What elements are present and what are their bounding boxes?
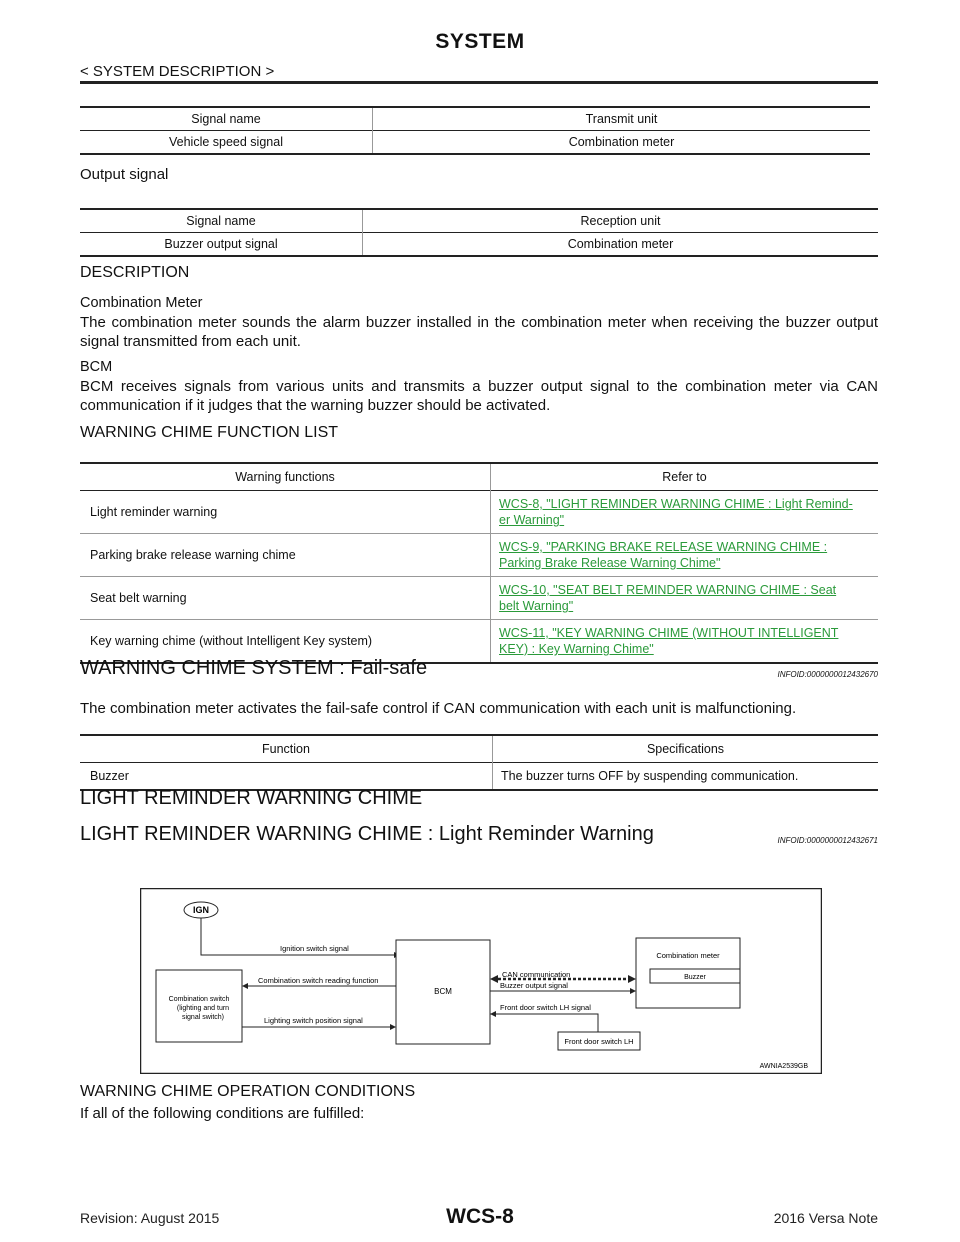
cell-spec: The buzzer turns OFF by suspending commu… (492, 762, 878, 790)
ref-line: WCS-9, "PARKING BRAKE RELEASE WARNING CH… (499, 540, 828, 554)
reading-label: Combination switch reading function (258, 976, 378, 985)
table-row: Light reminder warning WCS-8, "LIGHT REM… (80, 490, 878, 534)
meter-label: Combination Meter (80, 295, 203, 311)
cell-unit: Combination meter (362, 232, 878, 256)
output-signal-label: Output signal (80, 166, 169, 183)
combo-switch-line3: signal switch) (182, 1014, 224, 1021)
can-label: CAN communication (502, 970, 570, 979)
col-signal-name: Signal name (186, 214, 256, 228)
footer-model: 2016 Versa Note (773, 1210, 878, 1226)
description-heading: DESCRIPTION (80, 264, 190, 281)
operation-heading: WARNING CHIME OPERATION CONDITIONS (80, 1083, 416, 1100)
failsafe-text: The combination meter activates the fail… (80, 700, 797, 717)
combo-meter-label: Combination meter (656, 951, 720, 960)
col-signal-name: Signal name (191, 112, 261, 126)
ref-link-light-reminder[interactable]: WCS-8, "LIGHT REMINDER WARNING CHIME : L… (499, 496, 877, 528)
cell-function: Seat belt warning (90, 591, 187, 605)
bcm-text: BCM receives signals from various units … (80, 378, 878, 414)
cell-unit: Combination meter (372, 130, 870, 154)
ref-link-key-warning[interactable]: WCS-11, "KEY WARNING CHIME (WITHOUT INTE… (499, 625, 877, 657)
page-title: SYSTEM (435, 30, 525, 53)
table-row: Vehicle speed signal Combination meter (80, 130, 870, 154)
ref-line: WCS-11, "KEY WARNING CHIME (WITHOUT INTE… (499, 626, 839, 640)
ign-label: IGN (193, 905, 209, 915)
cell-function: Light reminder warning (90, 505, 218, 519)
light-reminder-subheading: LIGHT REMINDER WARNING CHIME : Light Rem… (80, 823, 654, 845)
ref-line: WCS-8, "LIGHT REMINDER WARNING CHIME : L… (499, 497, 853, 511)
meter-text: The combination meter sounds the alarm b… (80, 314, 878, 350)
failsafe-infoid: INFOID:0000000012432670 (777, 670, 878, 679)
front-door-signal-label: Front door switch LH signal (500, 1003, 591, 1012)
lighting-label: Lighting switch position signal (264, 1016, 363, 1025)
can-arrow-left (490, 975, 498, 983)
cell-function: Buzzer (90, 769, 129, 783)
ref-line: belt Warning" (499, 599, 574, 613)
function-list-table: Warning functions Refer to Light reminde… (80, 462, 878, 664)
col-refer-to: Refer to (490, 463, 878, 491)
cell-signal: Vehicle speed signal (169, 135, 283, 149)
buzzer-box (649, 968, 741, 984)
combination-switch-box (155, 969, 243, 1043)
table-row: Seat belt warning WCS-10, "SEAT BELT REM… (80, 576, 878, 620)
ref-link-parking-brake[interactable]: WCS-9, "PARKING BRAKE RELEASE WARNING CH… (499, 539, 877, 571)
ref-line: Parking Brake Release Warning Chime" (499, 556, 721, 570)
output-signal-table: Signal name Reception unit Buzzer output… (80, 208, 878, 257)
col-function: Function (262, 742, 310, 756)
col-specifications: Specifications (492, 735, 878, 763)
table-row: Parking brake release warning chime WCS-… (80, 533, 878, 577)
front-door-arrow (490, 1011, 496, 1017)
col-transmit-unit: Transmit unit (372, 107, 870, 131)
lighting-arrow (390, 1024, 396, 1030)
table-row: Buzzer output signal Combination meter (80, 232, 878, 256)
bcm-label: BCM (434, 987, 452, 996)
bcm-label: BCM (80, 359, 113, 375)
front-door-switch-box (557, 1031, 641, 1051)
can-arrow-right (628, 975, 636, 983)
footer-revision: Revision: August 2015 (80, 1210, 220, 1226)
section-breadcrumb: < SYSTEM DESCRIPTION > (80, 63, 275, 80)
combo-switch-line2: (lighting and turn (177, 1005, 229, 1012)
ref-line: er Warning" (499, 513, 565, 527)
reading-arrow (242, 983, 248, 989)
light-reminder-infoid: INFOID:0000000012432671 (777, 836, 878, 845)
function-list-heading: WARNING CHIME FUNCTION LIST (80, 424, 339, 441)
light-reminder-heading: LIGHT REMINDER WARNING CHIME (80, 787, 423, 809)
table-row: Buzzer The buzzer turns OFF by suspendin… (80, 762, 878, 790)
operation-text: If all of the following conditions are f… (80, 1105, 365, 1122)
cell-function: Key warning chime (without Intelligent K… (90, 634, 373, 648)
col-warning-functions: Warning functions (235, 470, 335, 484)
input-signal-table: Signal name Transmit unit Vehicle speed … (80, 106, 870, 155)
buzzer-output-arrow (630, 988, 636, 994)
col-reception-unit: Reception unit (362, 209, 878, 233)
table-row: Key warning chime (without Intelligent K… (80, 619, 878, 663)
cell-function: Parking brake release warning chime (90, 548, 296, 562)
ignition-line (200, 918, 394, 956)
ignition-signal-label: Ignition switch signal (280, 944, 349, 953)
light-reminder-diagram: IGN Ignition switch signal BCM Combinati… (140, 888, 822, 1074)
failsafe-heading: WARNING CHIME SYSTEM : Fail-safe (80, 657, 428, 679)
cell-signal: Buzzer output signal (164, 237, 278, 251)
buzzer-output-label: Buzzer output signal (500, 981, 568, 990)
failsafe-table: Function Specifications Buzzer The buzze… (80, 734, 878, 791)
footer-page-code: WCS-8 (446, 1205, 514, 1228)
bcm-box (395, 939, 491, 1045)
front-door-switch-label: Front door switch LH (564, 1037, 633, 1046)
header-rule (80, 81, 878, 84)
ref-link-seat-belt[interactable]: WCS-10, "SEAT BELT REMINDER WARNING CHIM… (499, 582, 877, 614)
combo-switch-line1: Combination switch (169, 996, 230, 1003)
buzzer-label: Buzzer (684, 974, 706, 981)
ref-line: WCS-10, "SEAT BELT REMINDER WARNING CHIM… (499, 583, 837, 597)
ref-line: KEY) : Key Warning Chime" (499, 642, 654, 656)
diagram-code: AWNIA2539GB (760, 1063, 809, 1070)
